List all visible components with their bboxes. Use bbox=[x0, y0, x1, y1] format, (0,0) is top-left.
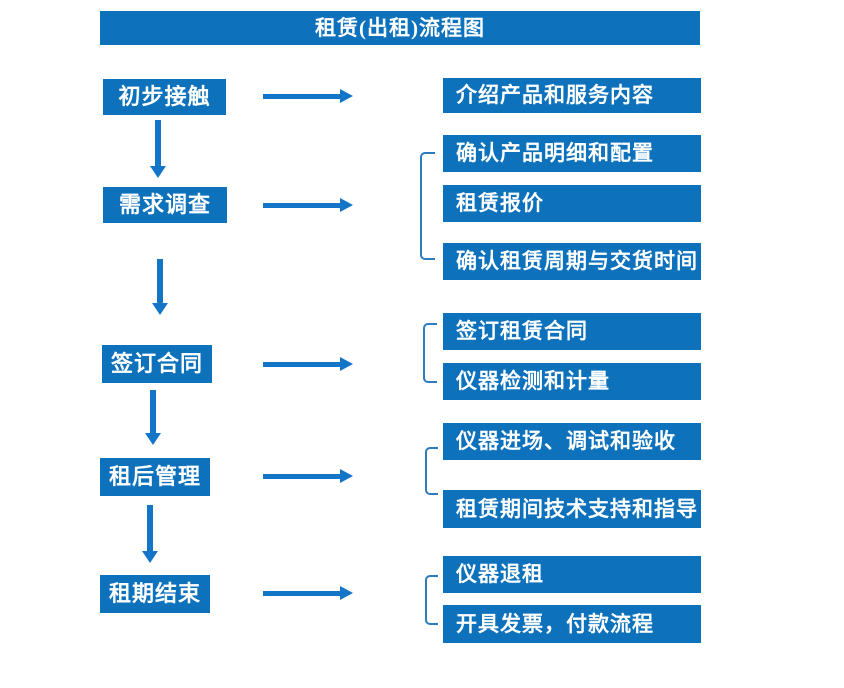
down-arrow-1 bbox=[150, 120, 166, 178]
down-arrow-head-icon bbox=[150, 166, 166, 178]
stage-box-initial-contact: 初步接触 bbox=[103, 79, 226, 115]
right-arrow-shaft bbox=[263, 591, 340, 596]
detail-box-instrument-testing-metering: 仪器检测和计量 bbox=[443, 363, 701, 400]
bracket-sign-contract-group bbox=[423, 323, 437, 383]
bracket-rental-end-group bbox=[425, 575, 438, 625]
right-arrow-head-icon bbox=[340, 586, 353, 600]
right-arrow-2 bbox=[263, 198, 353, 212]
right-arrow-shaft bbox=[263, 362, 340, 367]
down-arrow-shaft bbox=[157, 259, 163, 303]
detail-box-technical-support-guidance: 租赁期间技术支持和指导 bbox=[443, 490, 701, 528]
down-arrow-shaft bbox=[147, 505, 153, 551]
stage-box-sign-contract: 签订合同 bbox=[102, 345, 212, 383]
flowchart-title: 租赁(出租)流程图 bbox=[100, 11, 700, 45]
bracket-post-rental-group bbox=[425, 447, 438, 495]
detail-box-sign-rental-contract: 签订租赁合同 bbox=[443, 313, 701, 350]
right-arrow-4 bbox=[263, 469, 353, 483]
right-arrow-head-icon bbox=[340, 89, 353, 103]
detail-box-confirm-rental-period-delivery: 确认租赁周期与交货时间 bbox=[443, 243, 701, 280]
stage-box-post-rental-management: 租后管理 bbox=[100, 458, 210, 496]
right-arrow-5 bbox=[263, 586, 353, 600]
down-arrow-head-icon bbox=[145, 433, 161, 445]
detail-box-rental-quotation: 租赁报价 bbox=[443, 185, 701, 222]
down-arrow-4 bbox=[142, 505, 158, 563]
stage-box-rental-end: 租期结束 bbox=[100, 575, 210, 613]
bracket-demand-survey-group bbox=[420, 152, 435, 260]
stage-box-demand-survey: 需求调查 bbox=[103, 187, 227, 223]
detail-box-confirm-product-details-config: 确认产品明细和配置 bbox=[443, 135, 701, 172]
right-arrow-head-icon bbox=[340, 469, 353, 483]
down-arrow-head-icon bbox=[152, 303, 168, 315]
right-arrow-shaft bbox=[263, 474, 340, 479]
down-arrow-3 bbox=[145, 390, 161, 445]
right-arrow-head-icon bbox=[340, 357, 353, 371]
detail-box-introduce-products-services: 介绍产品和服务内容 bbox=[443, 78, 701, 113]
right-arrow-shaft bbox=[263, 203, 340, 208]
down-arrow-2 bbox=[152, 259, 168, 315]
right-arrow-1 bbox=[263, 89, 353, 103]
detail-box-instrument-entry-debug-acceptance: 仪器进场、调试和验收 bbox=[443, 423, 701, 460]
right-arrow-3 bbox=[263, 357, 353, 371]
down-arrow-shaft bbox=[150, 390, 156, 433]
detail-box-invoice-payment-process: 开具发票，付款流程 bbox=[443, 605, 701, 643]
down-arrow-shaft bbox=[155, 120, 161, 166]
down-arrow-head-icon bbox=[142, 551, 158, 563]
right-arrow-head-icon bbox=[340, 198, 353, 212]
detail-box-instrument-return: 仪器退租 bbox=[443, 556, 701, 593]
right-arrow-shaft bbox=[263, 94, 340, 99]
